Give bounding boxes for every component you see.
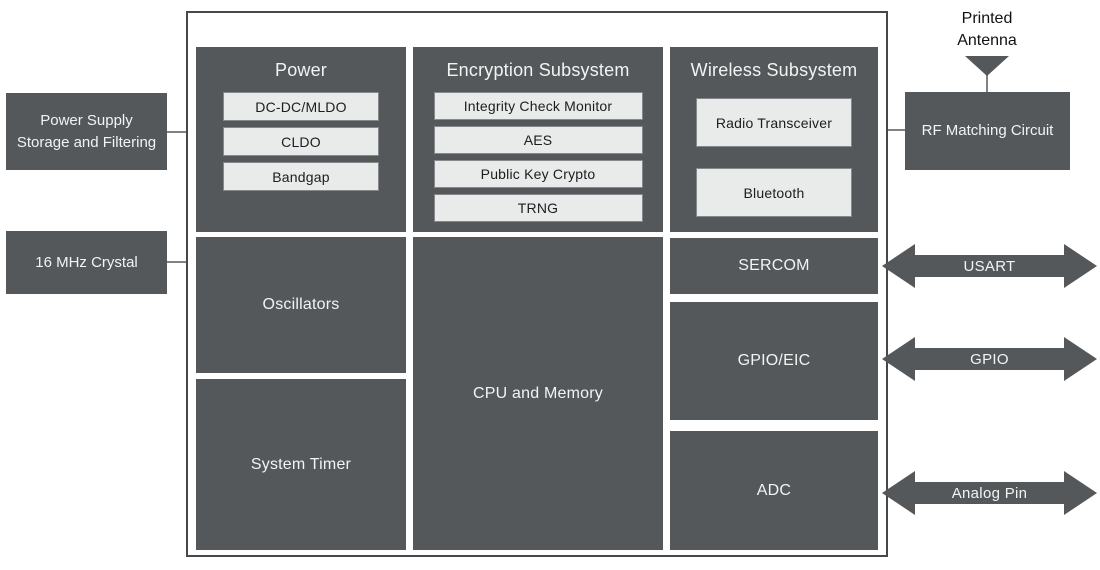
double-arrow-icon <box>882 337 1097 381</box>
crystal-box: 16 MHz Crystal <box>6 231 167 294</box>
rf-matching-label: RF Matching Circuit <box>921 122 1054 140</box>
system-timer-label: System Timer <box>250 455 352 473</box>
chip-dcdc-mldo: DC-DC/MLDO <box>223 92 379 122</box>
chip-trng: TRNG <box>433 194 643 223</box>
connector-line-rf <box>878 129 905 131</box>
cpu-memory-label: CPU and Memory <box>473 384 603 402</box>
connector-line-power-supply <box>167 131 196 133</box>
encryption-chips: Integrity Check Monitor AES Public Key C… <box>413 92 663 223</box>
printed-antenna-label: Printed Antenna <box>957 10 1017 50</box>
analog-pin-arrow-label: Analog Pin <box>951 484 1028 502</box>
connector-line-crystal <box>167 261 196 263</box>
power-title: Power <box>274 60 328 80</box>
double-arrow-icon <box>882 471 1097 515</box>
gpio-eic-label: GPIO/EIC <box>737 352 811 369</box>
power-block: Power DC-DC/MLDO CLDO Bandgap <box>196 47 406 232</box>
usart-arrow-label: USART <box>963 257 1016 275</box>
double-arrow-icon <box>882 244 1097 288</box>
system-timer-block: System Timer <box>196 379 406 550</box>
wireless-block: Wireless Subsystem Radio Transceiver Blu… <box>670 47 878 232</box>
encryption-block: Encryption Subsystem Integrity Check Mon… <box>413 47 663 232</box>
wireless-title: Wireless Subsystem <box>690 60 858 80</box>
chip-bandgap: Bandgap <box>223 162 379 192</box>
crystal-label: 16 MHz Crystal <box>35 253 138 271</box>
adc-block: ADC <box>670 431 878 550</box>
adc-label: ADC <box>756 481 792 499</box>
antenna-icon <box>965 56 1009 76</box>
rf-matching-box: RF Matching Circuit <box>905 92 1070 170</box>
gpio-eic-block: GPIO/EIC <box>670 302 878 420</box>
chip-bluetooth: Bluetooth <box>696 168 852 218</box>
wireless-chips: Radio Transceiver Bluetooth <box>670 98 878 218</box>
power-chips: DC-DC/MLDO CLDO Bandgap <box>196 92 406 192</box>
power-supply-label: Power Supply Storage and Filtering <box>16 111 157 151</box>
usart-arrow: USART <box>882 242 1097 290</box>
analog-pin-arrow: Analog Pin <box>882 469 1097 517</box>
oscillators-label: Oscillators <box>262 296 340 313</box>
chip-public-key-crypto: Public Key Crypto <box>433 160 643 189</box>
chip-integrity-check-monitor: Integrity Check Monitor <box>433 92 643 121</box>
sercom-block: SERCOM <box>670 238 878 294</box>
gpio-arrow-label: GPIO <box>970 350 1009 368</box>
encryption-title: Encryption Subsystem <box>446 60 630 80</box>
chip-cldo: CLDO <box>223 127 379 157</box>
oscillators-block: Oscillators <box>196 237 406 373</box>
gpio-arrow: GPIO <box>882 335 1097 383</box>
power-supply-box: Power Supply Storage and Filtering <box>6 93 167 170</box>
chip-aes: AES <box>433 126 643 155</box>
chip-radio-transceiver: Radio Transceiver <box>696 98 852 148</box>
cpu-memory-block: CPU and Memory <box>413 237 663 550</box>
sercom-label: SERCOM <box>738 257 810 274</box>
